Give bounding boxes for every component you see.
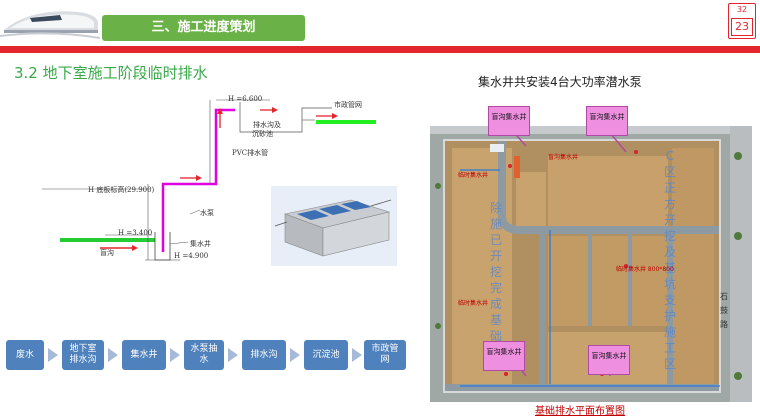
flow-step-sediment: 沉淀池 [304, 340, 348, 370]
flow-step-wastewater: 废水 [6, 340, 44, 370]
flow-step-sump: 集水井 [122, 340, 166, 370]
label-sump: 集水井 [190, 239, 211, 249]
page-number-small: 32 [729, 5, 755, 14]
header-red-rule [0, 46, 760, 53]
flow-step-drain-ditch: 排水沟 [242, 340, 286, 370]
label-pump: 水泵 [200, 208, 214, 218]
pvc-drain-pipe [163, 110, 235, 252]
page-number: 23 [731, 18, 753, 36]
section-title-bar: 三、施工进度策划 [102, 15, 305, 41]
label-municipal: 市政管网 [334, 100, 362, 110]
sump-callout: 盲沟集水井 [483, 341, 525, 371]
flow-step-municipal: 市政管网 [364, 340, 406, 370]
label-pvc-pipe: PVC排水管 [232, 148, 268, 158]
flow-arrow-icon [352, 348, 362, 362]
flow-step-pump: 水泵抽水 [184, 340, 224, 370]
label-sediment-pit: 沉砂池 [252, 129, 273, 139]
flow-arrow-icon [170, 348, 180, 362]
label-floor-elevation: H 底板标高(29.900) [88, 185, 154, 195]
label-elevation-top: H =6.600 [228, 95, 262, 103]
plan-title: 集水井共安装4台大功率潜水泵 [478, 73, 642, 90]
flow-arrow-icon [290, 348, 300, 362]
label-blind-ditch: 盲沟 [100, 248, 114, 258]
flow-arrow-icon [48, 348, 58, 362]
sump-callout: 盲沟集水井 [588, 345, 630, 375]
flow-step-basement-ditch: 地下室排水沟 [62, 340, 104, 370]
sump-callout: 盲沟集水井 [586, 106, 628, 136]
sump-callout: 盲沟集水井 [488, 106, 530, 136]
train-logo-icon [0, 0, 100, 46]
label-elevation-mid: H =3.400 [118, 229, 152, 237]
sediment-tank-3d-image [271, 186, 397, 266]
page-subtitle: 3.2 地下室施工阶段临时排水 [14, 62, 208, 83]
flow-arrow-head-1 [132, 245, 138, 251]
page-number-badge: 32 23 [728, 3, 756, 39]
flow-arrow-icon [228, 348, 238, 362]
label-elevation-bottom: H =4.900 [174, 252, 208, 260]
plan-caption: 基础排水平面布置图 [535, 402, 625, 417]
flow-arrow-icon [108, 348, 118, 362]
